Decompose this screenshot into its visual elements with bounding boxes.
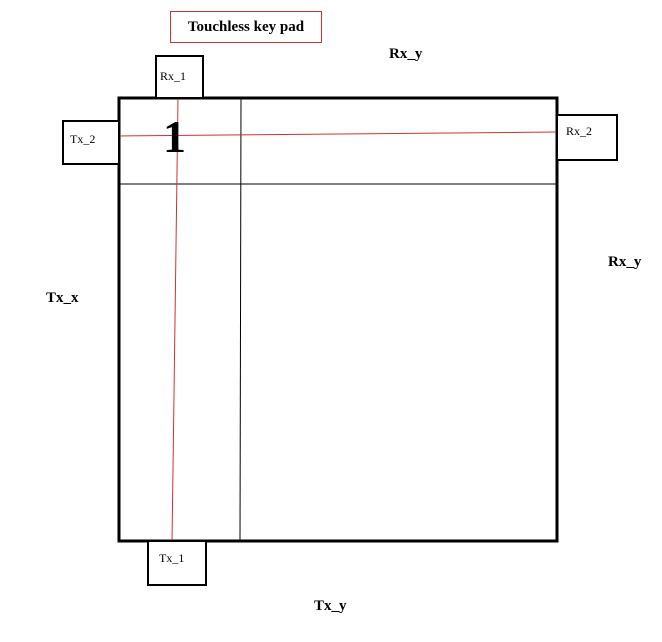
title-text: Touchless key pad: [187, 19, 305, 35]
label-rx-y-right: Rx_y: [608, 254, 642, 270]
sensor-rx-2: Rx_2: [556, 114, 618, 161]
sensor-rx-1: Rx_1: [155, 55, 204, 99]
sensor-tx-1-label: Tx_1: [159, 551, 185, 565]
sensor-tx-2-label: Tx_2: [70, 132, 96, 146]
sensor-tx-2: Tx_2: [62, 120, 120, 165]
sensor-rx-1-label: Rx_1: [160, 69, 187, 83]
title-box: Touchless key pad: [170, 11, 322, 43]
grid-line-vertical: [239, 97, 242, 542]
label-tx-y: Tx_y: [314, 598, 347, 614]
key-digit-1: 1: [163, 111, 186, 162]
sensor-tx-1: Tx_1: [147, 540, 207, 586]
keypad-outline: [117, 96, 559, 543]
label-tx-x: Tx_x: [46, 290, 79, 306]
sensor-rx-2-label: Rx_2: [566, 124, 593, 138]
label-rx-y-top: Rx_y: [389, 46, 423, 62]
beam-vertical: [171, 97, 179, 544]
beam-horizontal: [118, 131, 558, 137]
